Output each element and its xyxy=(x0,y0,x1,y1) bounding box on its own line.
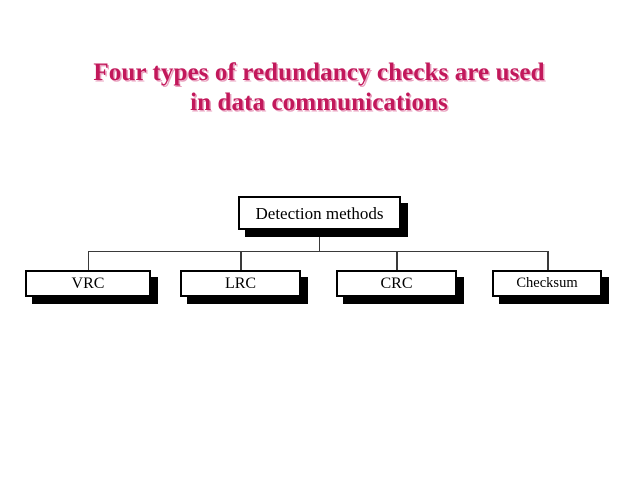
tree-node-label: Detection methods xyxy=(255,203,384,223)
title-line-2: in data communications xyxy=(190,89,448,116)
tree-node-checksum: Checksum xyxy=(492,270,602,297)
tree-node-vrc: VRC xyxy=(25,270,151,297)
connector-drop-crc xyxy=(396,250,398,271)
slide-title: Four types of redundancy checks are used… xyxy=(0,58,638,118)
connector-drop-vrc xyxy=(87,250,90,271)
connector-drop-lrc xyxy=(240,250,242,271)
tree-node-label: CRC xyxy=(380,274,413,292)
connector-horizontal-bus xyxy=(88,250,548,253)
tree-node-lrc: LRC xyxy=(180,270,301,297)
connector-drop-checksum xyxy=(547,250,549,271)
tree-node-crc: CRC xyxy=(336,270,457,297)
title-line-1: Four types of redundancy checks are used xyxy=(93,59,545,86)
tree-node-label: LRC xyxy=(224,274,257,292)
connector-root-stem xyxy=(318,237,321,251)
tree-node-label: VRC xyxy=(71,274,105,292)
tree-node-label: Checksum xyxy=(516,275,578,292)
tree-node-detection-methods: Detection methods xyxy=(238,196,401,230)
